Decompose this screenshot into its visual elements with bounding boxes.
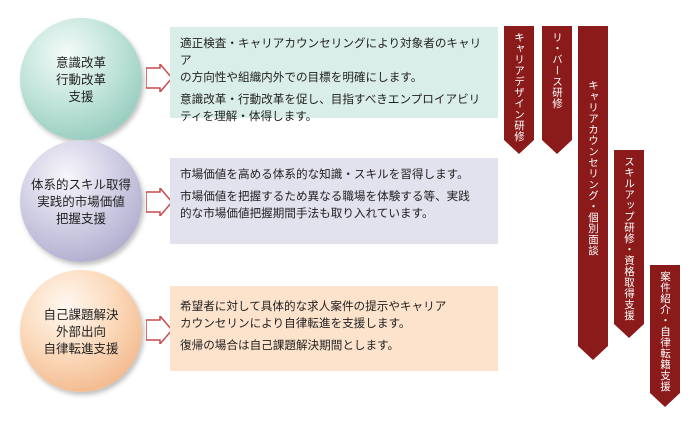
- chevron-right-icon: [146, 316, 172, 344]
- ribbon-skillup-training: スキルアップ研修・資格取得支援: [614, 150, 644, 338]
- description-line: 復帰の場合は自己課題解決期間とします。: [180, 338, 400, 352]
- ribbon-career-counseling: キャリアカウンセリング・個別面談: [578, 26, 608, 360]
- ribbon-job-referral: 案件紹介・自律転籍支援: [650, 265, 680, 407]
- ribbon-rebirth-training: リ・バース研修: [542, 26, 572, 154]
- description-box-1: 適正検査・キャリアカウンセリングにより対象者のキャリア の方向性や組織内外での目…: [170, 27, 498, 123]
- description-line: 希望者に対して具体的な求人案件の提示やキャリア カウンセリンにより自律転進を支援…: [180, 299, 447, 330]
- circle-self-directed-transition: 自己課題解決 外部出向 自律転進支援: [20, 270, 142, 392]
- circle-label: 体系的スキル取得 実践的市場価値 把握支援: [30, 176, 131, 226]
- chevron-right-icon: [146, 64, 172, 92]
- circle-skill-acquisition: 体系的スキル取得 実践的市場価値 把握支援: [20, 140, 142, 262]
- circle-awareness-reform: 意識改革 行動改革 支援: [20, 18, 142, 140]
- circle-label: 自己課題解決 外部出向 自律転進支援: [43, 306, 119, 356]
- ribbon-label: キャリアデザイン研修: [513, 32, 525, 142]
- description-line: 意識改革・行動改革を促し、目指すべきエンプロイアビリ ティを理解・体得します。: [180, 92, 481, 123]
- ribbon-label: リ・バース研修: [551, 32, 563, 109]
- ribbon-label: 案件紹介・自律転籍支援: [659, 271, 671, 392]
- circle-label: 意識改革 行動改革 支援: [55, 54, 106, 104]
- ribbon-career-design-training: キャリアデザイン研修: [504, 26, 534, 154]
- description-line: 適正検査・キャリアカウンセリングにより対象者のキャリア の方向性や組織内外での目…: [180, 36, 482, 84]
- description-line: 市場価値を高める体系的な知識・スキルを習得します。: [180, 167, 469, 181]
- description-line: 市場価値を把握するため異なる職場を体験する等、実践 的な市場価値把握期間手法も取…: [180, 189, 470, 220]
- ribbon-label: スキルアップ研修・資格取得支援: [623, 156, 635, 321]
- chevron-right-icon: [146, 188, 172, 216]
- description-box-2: 市場価値を高める体系的な知識・スキルを習得します。 市場価値を把握するため異なる…: [170, 158, 498, 244]
- description-box-3: 希望者に対して具体的な求人案件の提示やキャリア カウンセリンにより自律転進を支援…: [170, 286, 498, 371]
- ribbon-label: キャリアカウンセリング・個別面談: [587, 80, 599, 256]
